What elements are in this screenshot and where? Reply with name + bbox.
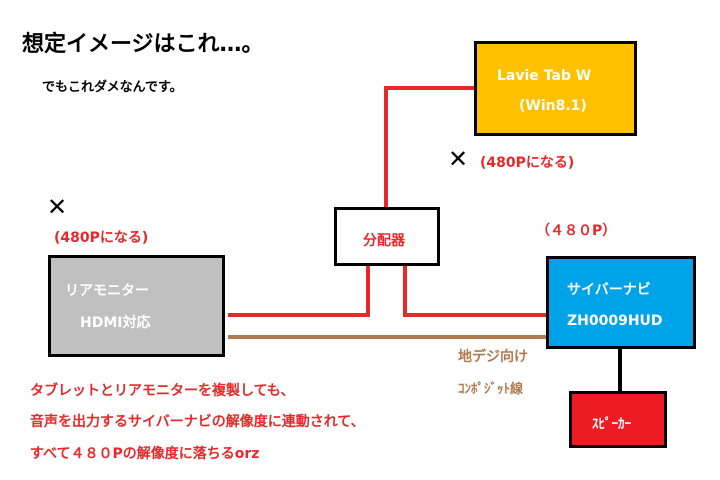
tablet-x-icon: ✕ [448, 145, 469, 173]
splitter-to-navi-line [403, 265, 546, 317]
note-line-2: 音声を出力するサイバーナビの解像度に連動されて、 [30, 414, 365, 430]
rear-monitor-box: リアモニター HDMI対応 [48, 255, 225, 357]
page-subtitle: でもこれダメなんです。 [42, 80, 183, 95]
tablet-status: (480Pになる) [480, 155, 575, 171]
splitter-label: 分配器 [363, 233, 405, 249]
navi-box: サイバーナビ ZH0009HUD [546, 256, 696, 349]
speaker-box: ｽﾋﾟｰｶｰ [569, 391, 667, 448]
splitter-to-monitor-line [228, 265, 370, 317]
tablet-box: Lavie Tab W (Win8.1) [474, 41, 637, 136]
cable-label-1: 地デジ向け [458, 349, 528, 365]
rear-monitor-name: リアモニター [65, 283, 149, 299]
tablet-name: Lavie Tab W [497, 68, 592, 84]
tablet-os: (Win8.1) [519, 98, 587, 114]
page-title: 想定イメージはこれ…。 [22, 32, 264, 57]
tablet-to-splitter-line [384, 86, 474, 208]
splitter-box: 分配器 [334, 207, 440, 266]
monitor-x-icon: ✕ [47, 193, 68, 221]
rear-monitor-spec: HDMI対応 [80, 315, 151, 331]
cable-label-2: ｺﾝﾎﾟｼﾞｯﾄ線 [458, 382, 524, 397]
monitor-status: (480Pになる) [54, 230, 149, 246]
navi-model: ZH0009HUD [567, 313, 663, 329]
navi-status: （４８０P） [536, 223, 617, 239]
note-line-3: すべて４８０Pの解像度に落ちるorz [30, 446, 260, 462]
speaker-label: ｽﾋﾟｰｶｰ [592, 417, 631, 432]
navi-name: サイバーナビ [567, 282, 651, 298]
note-line-1: タブレットとリアモニターを複製しても、 [30, 383, 295, 399]
